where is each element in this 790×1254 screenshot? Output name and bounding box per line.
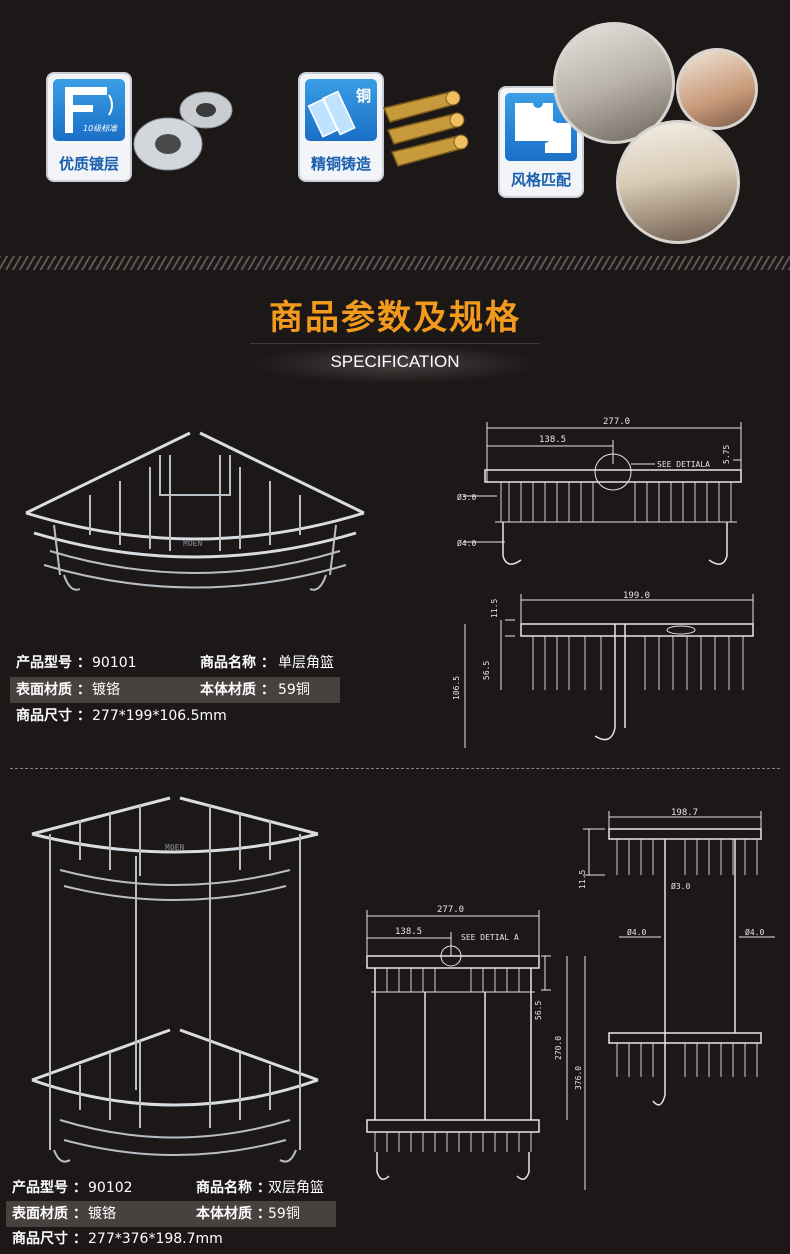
product2-row-1: 产品型号 ： 90102 商品名称 ： 双层角篮 xyxy=(6,1175,336,1201)
product1-surface-label: 表面材质 ： xyxy=(16,682,91,698)
room-photo-3 xyxy=(616,120,740,244)
room-photo-1 xyxy=(553,22,675,144)
faucet-icon xyxy=(65,87,113,133)
product1-name: 单层角篮 xyxy=(278,655,334,671)
plating-badge: 10级标准 xyxy=(83,124,118,133)
feature-label-style: 风格匹配 xyxy=(510,171,571,189)
product2-name: 双层角篮 xyxy=(268,1180,324,1196)
title-glow xyxy=(250,343,540,384)
p2-dim-h3: 376.0 xyxy=(574,1066,583,1090)
p2-dim-h4: 11.5 xyxy=(578,870,587,889)
product1-size: 277*199*106.5mm xyxy=(92,708,227,724)
product2-brand: MOEN xyxy=(165,843,184,852)
product2-model-label: 产品型号 ： xyxy=(12,1180,87,1196)
p1-dim-h2: 56.5 xyxy=(482,661,491,680)
p1-dim-h3: 106.5 xyxy=(452,676,461,700)
product2-drawing-side: 198.7 11.5 Ø3.0 Ø4.0 Ø4.0 xyxy=(578,808,775,1106)
p2-dim-h1: 56.5 xyxy=(534,1001,543,1020)
product1-drawing-side: 199.0 11.5 56.5 106.5 xyxy=(452,591,754,748)
flange-image xyxy=(133,91,233,171)
product2-model: 90102 xyxy=(88,1180,133,1196)
feature-plating: 10级标准 优质镀层 xyxy=(46,72,132,182)
p1-dim-depth: 199.0 xyxy=(623,591,650,601)
copper-pipe-icon xyxy=(307,90,356,138)
product2-body-label: 本体材质 ： xyxy=(196,1206,271,1222)
product1-body: 59铜 xyxy=(278,682,310,698)
product1-body-label: 本体材质 ： xyxy=(200,682,275,698)
section-subtitle: SPECIFICATION xyxy=(330,352,460,371)
product2-row-2: 表面材质 ： 镀铬 本体材质 ： 59铜 xyxy=(6,1201,336,1227)
p1-dim-h1: 11.5 xyxy=(490,599,499,618)
p2-dim-half: 138.5 xyxy=(395,927,422,937)
product1-size-label: 商品尺寸 ： xyxy=(16,708,91,724)
product2-size-label: 商品尺寸 ： xyxy=(12,1231,87,1247)
copper-pipes-image xyxy=(382,90,469,167)
p2-dim-h2: 270.0 xyxy=(554,1036,563,1060)
product1-model: 90101 xyxy=(92,655,137,671)
product1-model-label: 产品型号 ： xyxy=(16,655,91,671)
product1-drawing-front: 277.0 138.5 5.75 SEE DETIALA Ø3.0 Ø4.0 xyxy=(457,417,742,565)
product1-brand: MOEN xyxy=(183,539,202,548)
product1-name-label: 商品名称 ： xyxy=(200,655,275,671)
zigzag-divider xyxy=(0,256,790,270)
feature-label-copper: 精铜铸造 xyxy=(310,155,371,173)
product2-surface-label: 表面材质 ： xyxy=(12,1206,87,1222)
p1-dim-d3: Ø3.0 xyxy=(457,492,476,502)
section-title: 商品参数及规格 xyxy=(269,298,521,338)
copper-badge: 铜 xyxy=(355,87,371,105)
room-photo-2 xyxy=(676,48,758,130)
product1-row-2: 表面材质 ： 镀铬 本体材质 ： 59铜 xyxy=(10,677,340,703)
product2-surface: 镀铬 xyxy=(88,1206,116,1222)
product2-name-label: 商品名称 ： xyxy=(196,1180,271,1196)
product2-body: 59铜 xyxy=(268,1206,300,1222)
p2-dim-d4a: Ø4.0 xyxy=(627,927,646,937)
product2-row-3: 商品尺寸 ： 277*376*198.7mm xyxy=(6,1226,336,1252)
p2-dim-d4b: Ø4.0 xyxy=(745,927,764,937)
product2-size: 277*376*198.7mm xyxy=(88,1231,223,1247)
p1-dim-width: 277.0 xyxy=(603,417,630,427)
product1-row-1: 产品型号 ： 90101 商品名称 ： 单层角篮 xyxy=(10,650,340,676)
puzzle-icon xyxy=(515,103,571,153)
p2-dim-width: 277.0 xyxy=(437,905,464,915)
p1-detail-note: SEE DETIALA xyxy=(657,460,710,469)
p1-dim-top: 5.75 xyxy=(722,445,731,464)
p2-detail-note: SEE DETIAL A xyxy=(461,933,519,942)
p2-dim-depth: 198.7 xyxy=(671,808,698,818)
feature-label-plating: 优质镀层 xyxy=(58,155,119,173)
section-dashed-divider xyxy=(10,768,780,769)
p1-dim-half: 138.5 xyxy=(539,435,566,445)
product1-row-3: 商品尺寸 ： 277*199*106.5mm xyxy=(10,703,340,729)
product2-photo: MOEN xyxy=(31,796,319,1163)
product1-surface: 镀铬 xyxy=(92,682,120,698)
p1-dim-d4: Ø4.0 xyxy=(457,538,476,548)
p2-dim-d3: Ø3.0 xyxy=(671,881,690,891)
product1-photo: MOEN xyxy=(25,431,365,591)
product2-drawing-front: 277.0 138.5 SEE DETIAL A 56.5 270.0 376.… xyxy=(366,905,586,1190)
feature-copper: 铜 精铜铸造 xyxy=(298,72,384,182)
